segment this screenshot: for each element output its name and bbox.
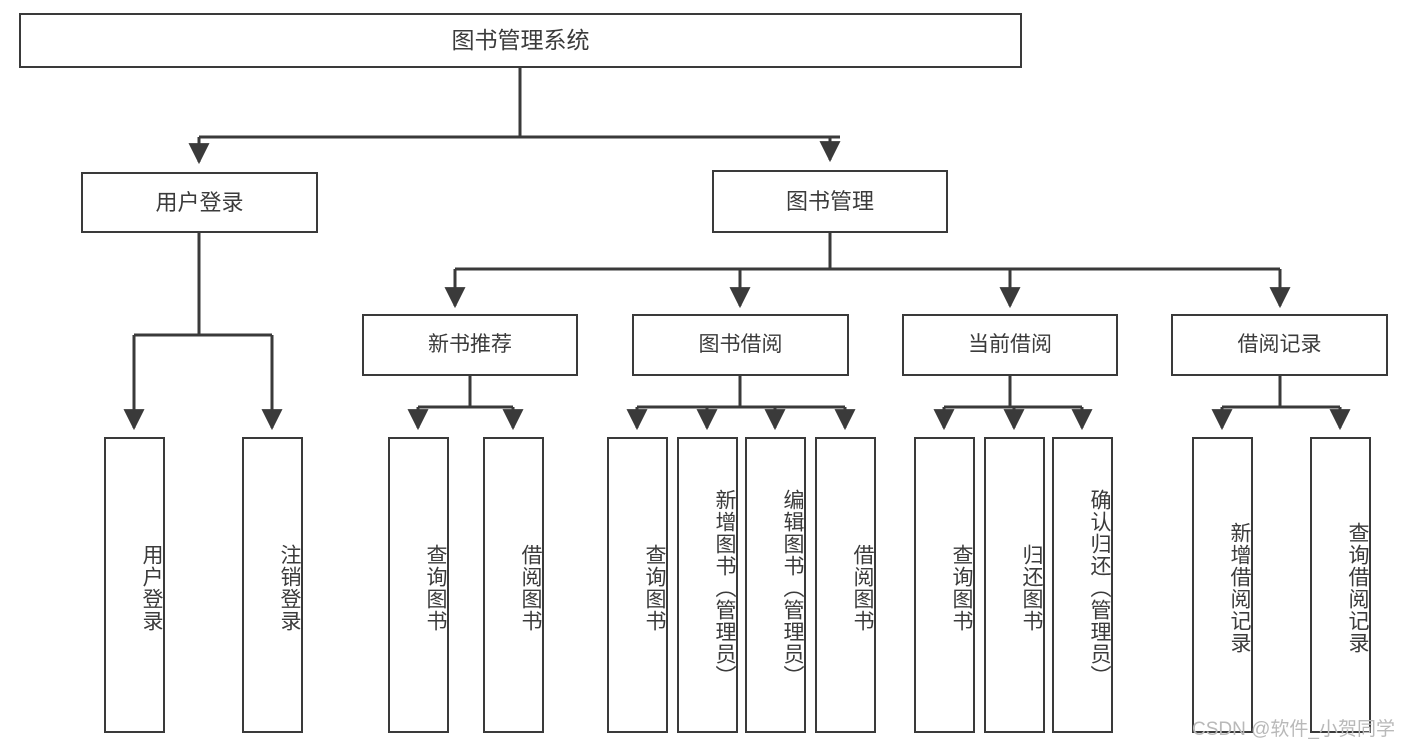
node-leaf-borrow-book-2[interactable]: 借阅图书 (815, 437, 876, 733)
node-leaf-logout-label: 注销登录 (278, 544, 301, 632)
node-current-borrow-label: 当前借阅 (968, 332, 1052, 356)
node-leaf-query-book-1-label: 查询图书 (424, 544, 447, 632)
node-leaf-edit-book[interactable]: 编辑图书（管理员） (745, 437, 806, 733)
node-leaf-query-book-3-label: 查询图书 (950, 544, 973, 632)
node-borrow-record[interactable]: 借阅记录 (1171, 314, 1388, 376)
node-leaf-confirm-return-label: 确认归还（管理员） (1088, 489, 1111, 687)
node-leaf-query-book-2-label: 查询图书 (643, 544, 666, 632)
node-book-borrow-label: 图书借阅 (698, 332, 783, 356)
node-borrow-record-label: 借阅记录 (1237, 332, 1322, 356)
node-root-label: 图书管理系统 (451, 27, 590, 54)
node-leaf-borrow-book-1[interactable]: 借阅图书 (483, 437, 544, 733)
node-new-book-recommend[interactable]: 新书推荐 (362, 314, 578, 376)
node-book-borrow[interactable]: 图书借阅 (632, 314, 849, 376)
node-leaf-return-book-label: 归还图书 (1020, 544, 1043, 632)
node-leaf-query-book-2[interactable]: 查询图书 (607, 437, 668, 733)
node-leaf-user-login-label: 用户登录 (140, 544, 163, 632)
csdn-watermark: CSDN @软件_小贺同学 (1192, 719, 1395, 740)
node-new-book-recommend-label: 新书推荐 (428, 332, 512, 356)
node-leaf-query-book-1[interactable]: 查询图书 (388, 437, 449, 733)
node-leaf-add-record-label: 新增借阅记录 (1228, 522, 1251, 654)
node-leaf-add-book-label: 新增图书（管理员） (713, 489, 736, 687)
node-leaf-add-record[interactable]: 新增借阅记录 (1192, 437, 1253, 733)
node-root[interactable]: 图书管理系统 (19, 13, 1022, 68)
node-book-manage[interactable]: 图书管理 (712, 170, 948, 233)
node-leaf-logout[interactable]: 注销登录 (242, 437, 303, 733)
node-leaf-user-login[interactable]: 用户登录 (104, 437, 165, 733)
node-user-login[interactable]: 用户登录 (81, 172, 318, 233)
node-leaf-confirm-return[interactable]: 确认归还（管理员） (1052, 437, 1113, 733)
node-user-login-label: 用户登录 (155, 189, 244, 215)
node-leaf-return-book[interactable]: 归还图书 (984, 437, 1045, 733)
node-book-manage-label: 图书管理 (785, 188, 874, 214)
node-leaf-borrow-book-2-label: 借阅图书 (851, 544, 874, 632)
node-leaf-add-book[interactable]: 新增图书（管理员） (677, 437, 738, 733)
node-leaf-edit-book-label: 编辑图书（管理员） (781, 489, 804, 687)
node-leaf-query-record[interactable]: 查询借阅记录 (1310, 437, 1371, 733)
node-current-borrow[interactable]: 当前借阅 (902, 314, 1118, 376)
node-leaf-query-record-label: 查询借阅记录 (1346, 522, 1369, 654)
node-leaf-borrow-book-1-label: 借阅图书 (519, 544, 542, 632)
node-leaf-query-book-3[interactable]: 查询图书 (914, 437, 975, 733)
